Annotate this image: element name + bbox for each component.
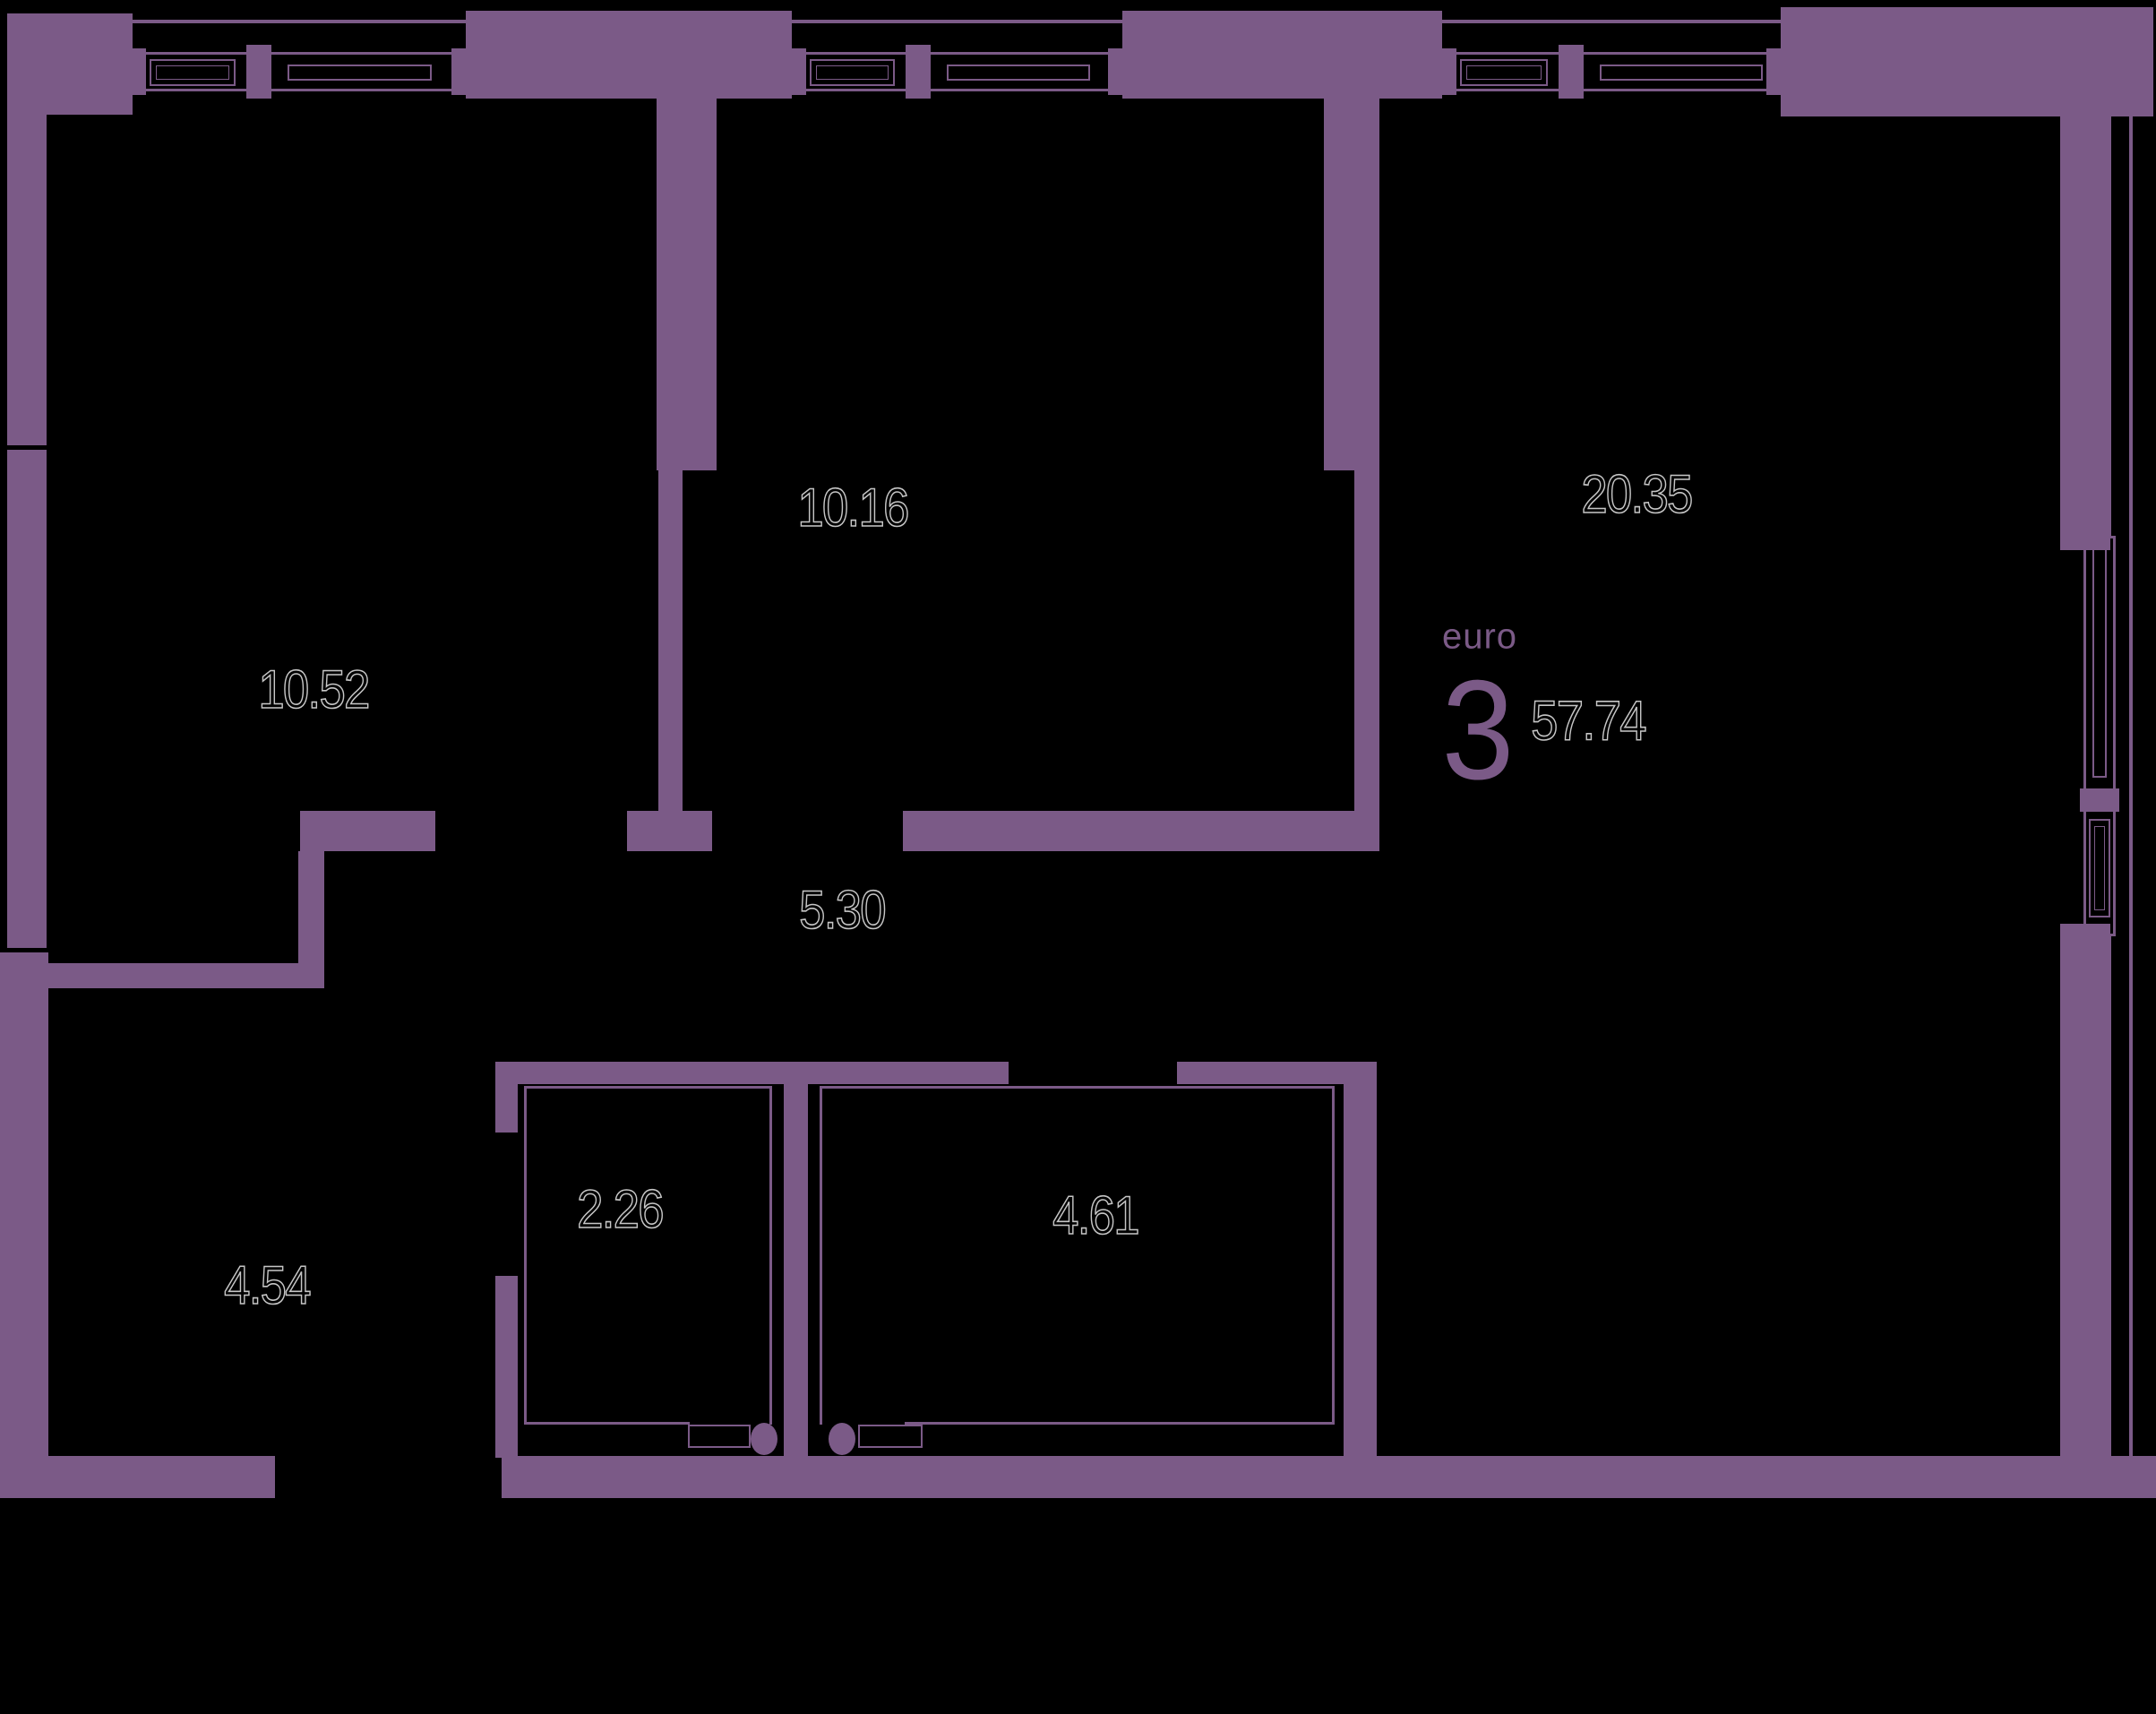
combined-bathroom-inner-line-left xyxy=(820,1086,822,1425)
wall-left-upper xyxy=(7,115,47,952)
window4-mullion xyxy=(2080,788,2119,812)
window1-sash-right xyxy=(288,65,432,81)
wall-bedroom1-south-segment xyxy=(300,811,435,851)
window2-sash-left-inner xyxy=(816,65,889,80)
window3-mullion xyxy=(1559,45,1584,99)
window2-jamb-left xyxy=(786,48,806,95)
area-label-hallway: 4.54 xyxy=(223,1255,312,1315)
window3-sash-left-inner xyxy=(1466,65,1542,80)
wall-bathroom-block-west-lower xyxy=(495,1276,518,1458)
combined-bathroom-inner-line-bottom xyxy=(905,1422,1335,1425)
window1-facade-line xyxy=(125,20,480,23)
pier-bedroom1-bedroom2 xyxy=(657,97,717,470)
area-label-kitchen-living-room: 20.35 xyxy=(1581,464,1695,524)
wall-bathroom-block-north-left xyxy=(495,1062,1009,1084)
door-leaf-combined-bathroom xyxy=(858,1425,923,1448)
wall-right-lower xyxy=(2060,936,2111,1458)
wall-bathroom-block-west-upper xyxy=(495,1084,518,1133)
window2-mullion xyxy=(906,45,931,99)
window1-jamb-left xyxy=(126,48,146,95)
apartment-type-label: euro xyxy=(1441,616,1518,657)
wall-top-between-window1-window2 xyxy=(466,11,792,99)
bathroom-inner-line-bottom xyxy=(524,1422,690,1425)
wall-left-lower xyxy=(0,952,48,1498)
window4-sash-bottom xyxy=(2089,819,2110,917)
window1-sash-left xyxy=(150,59,236,86)
partition-bathroom-combined-bathroom xyxy=(784,1084,808,1458)
partition-bedroom2-livingroom xyxy=(1354,470,1379,811)
window3-sash-left xyxy=(1460,59,1548,86)
apartment-total-area: 57.74 xyxy=(1530,690,1647,754)
area-label-combined-bathroom: 4.61 xyxy=(1052,1185,1140,1245)
window3-sash-right xyxy=(1600,65,1763,81)
window4-sash-bottom-inner xyxy=(2094,826,2105,910)
partition-bedroom1-bedroom2 xyxy=(658,470,683,813)
window1-jamb-right xyxy=(451,48,471,95)
window2-facade-line xyxy=(785,20,1130,23)
area-label-bathroom: 2.26 xyxy=(576,1179,665,1239)
window3-jamb-left xyxy=(1437,48,1456,95)
window3-jamb-right xyxy=(1766,48,1786,95)
bathroom-inner-line-right xyxy=(769,1086,772,1425)
area-label-bedroom-1: 10.52 xyxy=(258,659,372,719)
window3-facade-line xyxy=(1435,20,1788,23)
window4-jamb-top xyxy=(2060,532,2110,550)
window1-sash-left-inner xyxy=(156,65,229,80)
window2-jamb-right xyxy=(1108,48,1128,95)
door-knob-combined-bathroom xyxy=(829,1423,855,1455)
door-leaf-bathroom xyxy=(688,1425,751,1448)
wall-right-upper xyxy=(2060,116,2111,536)
window4-jamb-bottom xyxy=(2060,924,2110,942)
wall-bottom-main xyxy=(502,1456,2156,1498)
wall-corner-top-right xyxy=(1781,7,2153,116)
wall-corner-top-left xyxy=(7,13,133,115)
wall-top-between-window2-window3 xyxy=(1122,11,1442,99)
wall-corridor-north xyxy=(903,811,1379,851)
window1-mullion xyxy=(246,45,271,99)
door-jamb-bedroom2 xyxy=(627,811,712,851)
area-label-bedroom-2: 10.16 xyxy=(797,478,911,538)
window2-sash-left xyxy=(810,59,895,86)
bathroom-inner-line-left xyxy=(524,1086,527,1425)
wall-bathroom-block-north-right xyxy=(1177,1062,1377,1084)
apartment-rooms-count: 3 xyxy=(1441,651,1515,809)
wall-bottom-left-of-entrance xyxy=(0,1456,275,1498)
window2-sash-right xyxy=(947,65,1090,81)
wall-niche-east xyxy=(298,851,324,965)
wall-bathroom-block-east xyxy=(1344,1084,1377,1458)
wall-joint-line-left-2 xyxy=(0,948,48,952)
door-knob-bathroom xyxy=(751,1423,777,1455)
pier-bedroom2-livingroom xyxy=(1324,97,1379,470)
bathroom-inner-line-top xyxy=(524,1086,772,1089)
wall-right-facade-line xyxy=(2129,116,2133,1458)
window4-sash-top xyxy=(2092,548,2107,778)
wall-joint-line-left-1 xyxy=(7,445,47,450)
area-label-corridor: 5.30 xyxy=(798,880,887,940)
combined-bathroom-inner-line-top xyxy=(820,1086,1335,1089)
combined-bathroom-inner-line-right xyxy=(1332,1086,1335,1425)
wall-niche-south xyxy=(47,963,324,988)
